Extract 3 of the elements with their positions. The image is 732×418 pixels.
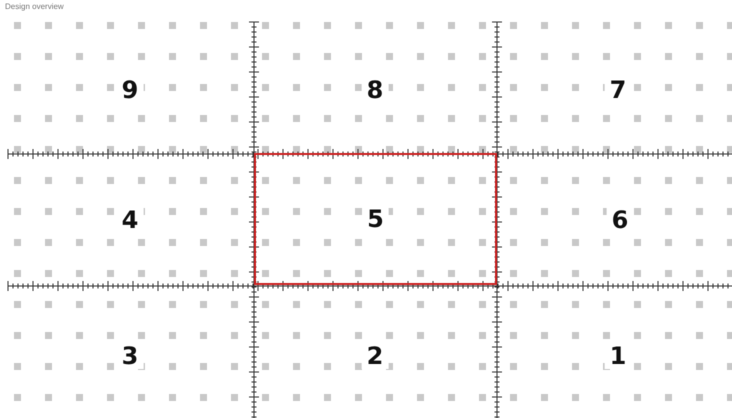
highlight-frame [254, 153, 497, 285]
title: Design overview [5, 2, 64, 11]
region-number: 2 [362, 343, 388, 369]
